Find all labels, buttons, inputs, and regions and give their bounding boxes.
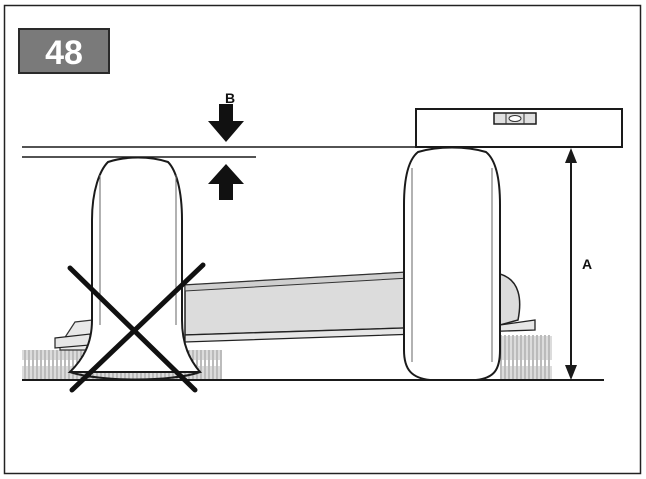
step-badge-box [18, 28, 110, 74]
gap-label: B [225, 90, 235, 106]
left-tire [67, 156, 203, 381]
grass-right [500, 335, 552, 380]
height-label: A [582, 256, 592, 272]
right-tire [403, 146, 501, 381]
height-dimension [565, 148, 577, 380]
step-number: 48 [45, 34, 83, 72]
arrow-pair-icon [208, 104, 244, 200]
spirit-level-icon [415, 108, 623, 148]
step-badge: 48 [18, 28, 110, 74]
cross-icon [67, 262, 206, 393]
